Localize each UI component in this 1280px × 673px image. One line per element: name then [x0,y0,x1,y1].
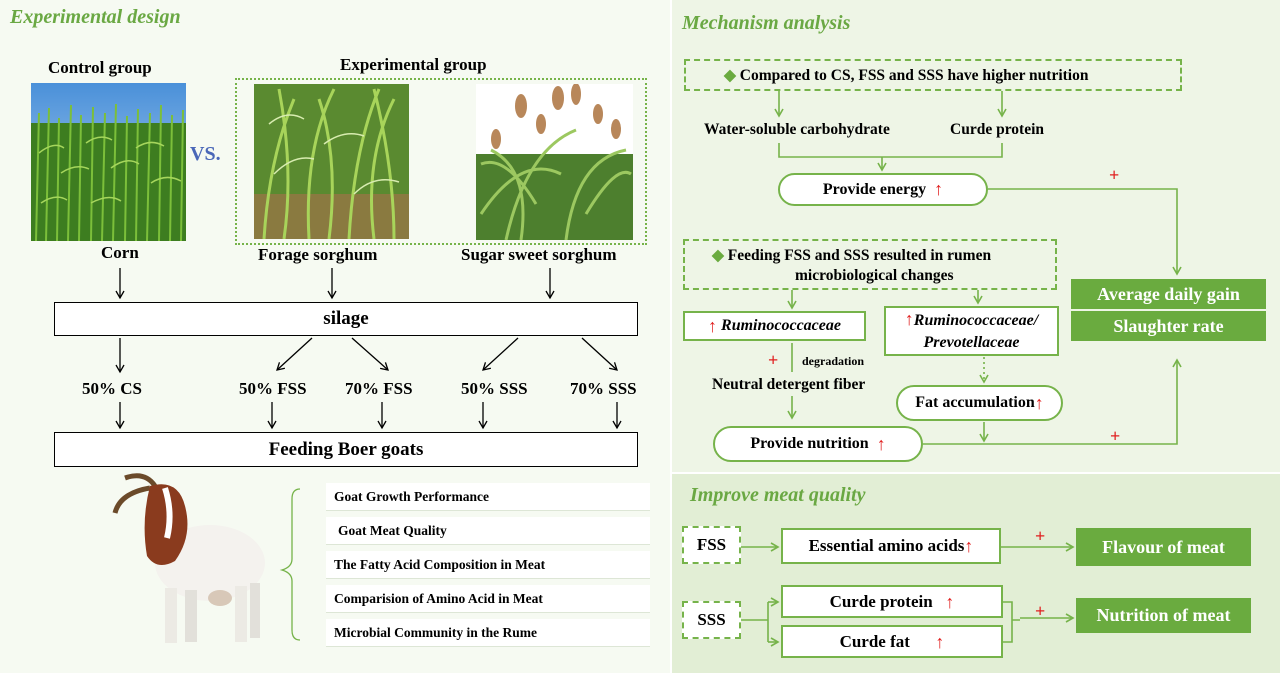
up-arrow-icon: ↑ [945,591,955,612]
plus-sign: + [768,350,779,370]
crude-protein-label: Curde protein [950,121,1045,138]
crude-fat-box: Curde fat ↑ [781,625,1003,658]
ndf-label: Neutral detergent fiber [712,376,866,393]
sugar-sweet-sorghum-photo [476,84,633,240]
up-arrow-icon: ↑ [904,309,914,329]
meat-quality-title: Improve meat quality [690,484,866,506]
average-daily-gain-box: Average daily gain [1071,279,1266,309]
up-arrow-icon: ↑ [934,179,944,199]
treatment-70-fss: 70% FSS [345,379,413,398]
forage-sorghum-photo [254,84,409,239]
provide-nutrition-pill: Provide nutrition ↑ [713,426,923,462]
measurement-item: Microbial Community in the Rume [326,619,650,647]
mechanism-title: Mechanism analysis [682,12,851,34]
fat-accumulation-pill: Fat accumulation↑ [896,385,1063,421]
nutrition-statement-box [684,59,1182,91]
plus-sign: + [1035,526,1046,546]
control-group-label: Control group [48,58,152,77]
measurement-item: Goat Meat Quality [326,517,650,545]
vs-label: VS. [190,143,221,165]
nutrition-statement: ◆ Compared to CS, FSS and SSS have highe… [724,67,1089,84]
measurement-item: Comparision of Amino Acid in Meat [326,585,650,613]
ruminococcaceae-box: ↑ Ruminococcaceae [683,311,866,341]
up-arrow-icon: ↑ [708,316,718,336]
degradation-label: degradation [802,354,865,368]
treatment-50-fss: 50% FSS [239,379,307,398]
crop-label-sugar-sweet-sorghum: Sugar sweet sorghum [461,245,617,264]
plus-sign: + [1035,601,1046,621]
flavour-of-meat-box: Flavour of meat [1076,528,1251,566]
silage-box: silage [54,302,638,336]
diamond-icon: ◆ [712,247,724,264]
treatment-70-sss: 70% SSS [570,379,637,398]
experimental-design-arrows [115,268,622,641]
rumen-statement-line1: ◆ Feeding FSS and SSS resulted in rumen [712,247,992,264]
essential-amino-box: Essential amino acids↑ [781,528,1001,564]
up-arrow-icon: ↑ [964,536,974,556]
measurement-item: Goat Growth Performance [326,483,650,511]
sss-box: SSS [682,601,741,639]
crop-label-forage-sorghum: Forage sorghum [258,245,378,264]
crude-protein-box: Curde protein ↑ [781,585,1003,618]
treatment-50-sss: 50% SSS [461,379,528,398]
boer-goat-image [110,468,270,650]
experimental-group-frame [235,78,647,245]
plus-sign: + [1110,426,1121,446]
up-arrow-icon: ↑ [876,433,886,454]
experimental-group-label: Experimental group [340,55,487,74]
rumen-statement-line2: microbiological changes [795,267,954,284]
slaughter-rate-box: Slaughter rate [1071,311,1266,341]
diamond-icon: ◆ [724,67,736,84]
treatment-50-cs: 50% CS [82,379,142,398]
up-arrow-icon: ↑ [1034,392,1044,413]
measurement-item: The Fatty Acid Composition in Meat [326,551,650,579]
nutrition-of-meat-box: Nutrition of meat [1076,598,1251,633]
ruminococcaceae-prevotellaceae-box: ↑Ruminococcaceae/ Prevotellaceae [884,306,1059,356]
crop-label-corn: Corn [101,243,139,262]
fss-box: FSS [682,526,741,564]
water-soluble-label: Water-soluble carbohydrate [704,121,890,138]
feeding-box: Feeding Boer goats [54,432,638,467]
up-arrow-icon: ↑ [935,631,945,652]
provide-energy-pill: Provide energy ↑ [778,173,988,206]
plus-sign: + [1109,165,1120,185]
experimental-design-title: Experimental design [10,6,181,28]
corn-photo [31,83,186,241]
